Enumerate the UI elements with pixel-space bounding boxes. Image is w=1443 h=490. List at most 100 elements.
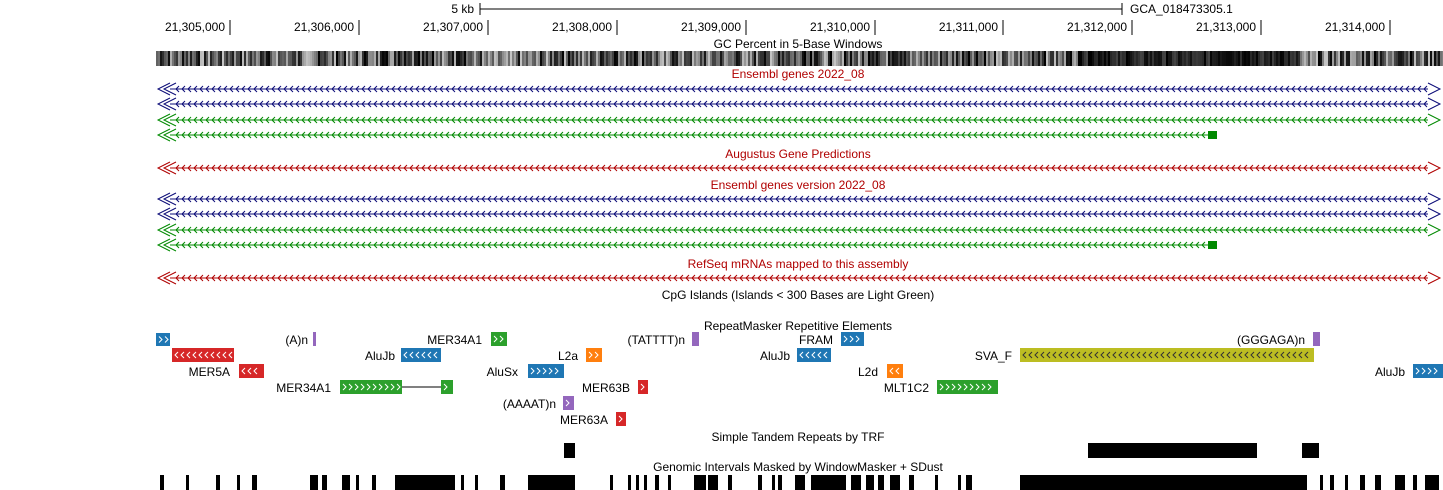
strand-chevron xyxy=(811,274,816,282)
exon-block[interactable] xyxy=(1208,131,1217,139)
left-edge-arrow[interactable] xyxy=(156,271,171,285)
right-edge-arrow[interactable] xyxy=(1427,271,1442,285)
left-edge-arrow[interactable] xyxy=(162,113,177,127)
repeat-element[interactable]: AluJb xyxy=(1375,364,1443,379)
windowmasker-track[interactable] xyxy=(160,475,1439,490)
repeat-element[interactable]: MER34A1 xyxy=(276,380,453,395)
repeat-element[interactable]: L2d xyxy=(858,364,903,379)
augustus-track[interactable] xyxy=(156,161,1442,175)
repeat-element[interactable]: (A)n xyxy=(285,332,316,347)
mrna-alignment[interactable] xyxy=(156,271,1442,285)
left-edge-arrow[interactable] xyxy=(162,161,177,175)
repeat-block[interactable] xyxy=(172,348,234,362)
repeat-block[interactable] xyxy=(239,364,264,378)
tandem-repeat[interactable] xyxy=(564,443,575,458)
repeat-block[interactable] xyxy=(887,364,903,378)
repeat-block[interactable] xyxy=(401,348,441,362)
left-edge-arrow[interactable] xyxy=(162,238,177,252)
repeat-block[interactable] xyxy=(1413,364,1443,378)
repeat-element[interactable]: L2a xyxy=(558,348,602,363)
repeat-element[interactable]: (AAAAT)n xyxy=(503,396,574,411)
repeat-block[interactable] xyxy=(692,332,699,346)
repeat-element[interactable]: MER63A xyxy=(560,412,626,427)
gene-transcript[interactable] xyxy=(156,113,1442,127)
trf-track[interactable] xyxy=(564,443,1319,458)
right-edge-arrow[interactable] xyxy=(1427,207,1442,221)
repeat-element[interactable]: AluJb xyxy=(760,348,831,363)
strand-chevron xyxy=(427,116,432,124)
repeat-element[interactable] xyxy=(156,333,170,346)
gene-transcript[interactable] xyxy=(156,128,1217,142)
left-edge-arrow[interactable] xyxy=(156,238,171,252)
repeat-element[interactable]: MER34A1 xyxy=(427,332,507,347)
repeat-element[interactable]: MER5A xyxy=(189,364,264,379)
left-edge-arrow[interactable] xyxy=(156,128,171,142)
repeatmasker-track[interactable]: (A)n MER34A1 (TATTTT)n FRAM (GGGAGA)n Al… xyxy=(156,332,1443,427)
left-edge-arrow[interactable] xyxy=(162,128,177,142)
left-edge-arrow[interactable] xyxy=(156,207,171,221)
tandem-repeat[interactable] xyxy=(1302,443,1319,458)
left-edge-arrow[interactable] xyxy=(156,82,171,96)
repeat-element[interactable]: (TATTTT)n xyxy=(627,332,699,347)
masked-interval xyxy=(636,475,639,490)
repeat-block[interactable] xyxy=(340,380,402,394)
left-edge-arrow[interactable] xyxy=(156,161,171,175)
exon-block[interactable] xyxy=(1208,241,1217,249)
repeat-element[interactable]: MLT1C2 xyxy=(884,380,998,395)
repeat-element[interactable]: AluJb xyxy=(365,348,441,363)
gene-transcript[interactable] xyxy=(156,238,1217,252)
refseq-track[interactable] xyxy=(156,271,1442,285)
right-edge-arrow[interactable] xyxy=(1427,223,1442,237)
left-edge-arrow[interactable] xyxy=(162,82,177,96)
repeat-element[interactable]: MER63B xyxy=(582,380,648,395)
left-edge-arrow[interactable] xyxy=(162,97,177,111)
gc-window xyxy=(776,51,778,66)
left-edge-arrow[interactable] xyxy=(156,223,171,237)
tandem-repeat[interactable] xyxy=(1088,443,1257,458)
repeat-block[interactable] xyxy=(491,332,507,346)
left-edge-arrow[interactable] xyxy=(156,113,171,127)
repeat-block[interactable] xyxy=(156,333,170,346)
repeat-element[interactable]: FRAM xyxy=(799,332,864,347)
strand-chevron xyxy=(367,210,372,218)
gc-percent-track[interactable] xyxy=(156,51,1443,66)
left-edge-arrow[interactable] xyxy=(162,192,177,206)
right-edge-arrow[interactable] xyxy=(1427,161,1442,175)
repeat-block[interactable] xyxy=(638,380,648,394)
ensembl-genes-version-track[interactable] xyxy=(156,192,1442,252)
base-position-ruler[interactable]: 5 kb GCA_018473305.1 21,305,000 21,306,0… xyxy=(165,2,1391,35)
left-edge-arrow[interactable] xyxy=(156,97,171,111)
repeat-block[interactable] xyxy=(797,348,831,362)
strand-chevron xyxy=(1351,164,1356,172)
left-edge-arrow[interactable] xyxy=(156,192,171,206)
strand-chevron xyxy=(1177,131,1182,139)
gene-transcript[interactable] xyxy=(156,192,1442,206)
strand-chevron xyxy=(1117,116,1122,124)
repeat-element[interactable]: (GGGAGA)n xyxy=(1237,332,1320,347)
repeat-element[interactable]: SVA_F xyxy=(975,348,1314,363)
right-edge-arrow[interactable] xyxy=(1427,192,1442,206)
right-edge-arrow[interactable] xyxy=(1427,82,1442,96)
right-edge-arrow[interactable] xyxy=(1427,113,1442,127)
strand-chevron xyxy=(499,100,504,108)
gc-window xyxy=(440,51,442,66)
left-edge-arrow[interactable] xyxy=(162,223,177,237)
left-edge-arrow[interactable] xyxy=(162,207,177,221)
repeat-block[interactable] xyxy=(313,332,316,346)
gene-transcript[interactable] xyxy=(156,82,1442,96)
repeat-block[interactable] xyxy=(616,412,626,426)
repeat-block[interactable] xyxy=(1313,332,1320,346)
repeat-element[interactable] xyxy=(172,348,234,362)
gene-transcript[interactable] xyxy=(156,97,1442,111)
gene-transcript[interactable] xyxy=(156,207,1442,221)
gene-prediction[interactable] xyxy=(156,161,1442,175)
strand-chevron xyxy=(1237,85,1242,93)
ensembl-genes-track[interactable] xyxy=(156,82,1442,142)
right-edge-arrow[interactable] xyxy=(1427,97,1442,111)
left-edge-arrow[interactable] xyxy=(162,271,177,285)
gene-transcript[interactable] xyxy=(156,223,1442,237)
repeat-element[interactable]: AluSx xyxy=(487,364,564,379)
repeat-block[interactable] xyxy=(586,348,602,362)
